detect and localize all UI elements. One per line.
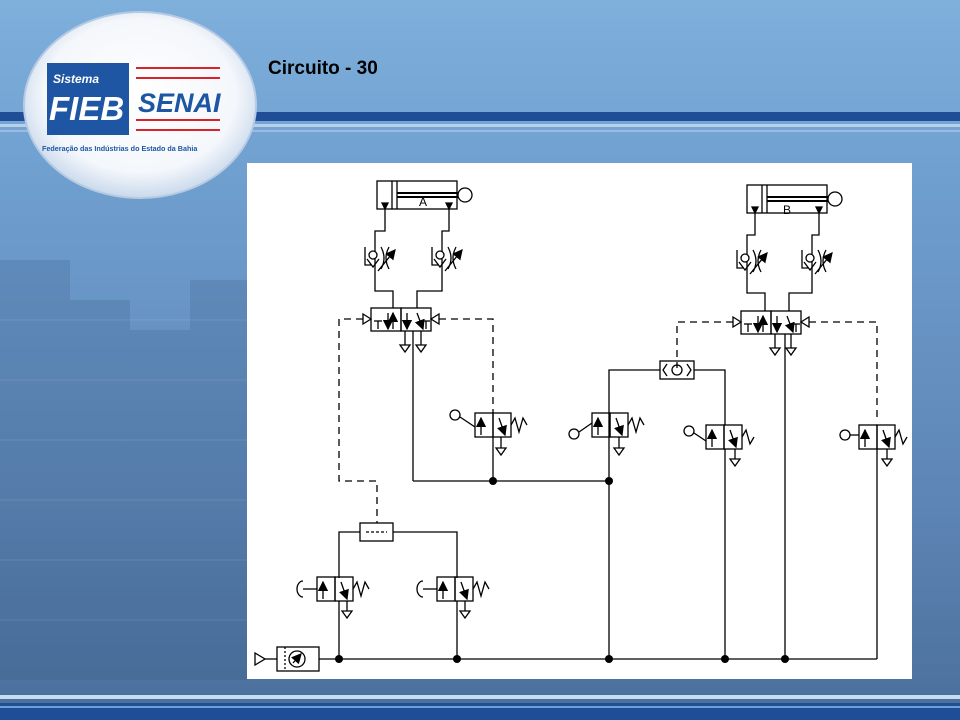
- logo-fieb-text: FIEB: [49, 90, 124, 127]
- pushbutton-valve-2: [416, 576, 490, 602]
- logo-senai-text: SENAI: [138, 88, 221, 118]
- logo-sistema-text: Sistema: [53, 72, 99, 86]
- roller-valve-a1: [449, 409, 528, 438]
- directional-valve-a: [362, 307, 440, 332]
- directional-valve-b: [732, 310, 810, 335]
- roller-valve-4: [839, 424, 908, 450]
- roller-valve-2: [568, 412, 645, 440]
- roller-valve-3: [683, 424, 755, 450]
- flow-control-valve-b2: [801, 245, 833, 277]
- fieb-senai-logo: Sistema FIEB SENAI Federação das Indústr…: [23, 11, 257, 199]
- pushbutton-valve-1: [296, 576, 370, 602]
- logo-tagline: Federação das Indústrias do Estado da Ba…: [42, 144, 198, 153]
- flow-control-valve-a1: [364, 241, 396, 275]
- flow-control-valve-a2: [431, 241, 463, 275]
- or-element-lower: [359, 522, 394, 542]
- cylinder-a: [376, 180, 473, 211]
- page-title: Circuito - 30: [268, 58, 378, 79]
- cylinder-a-label: A: [419, 195, 427, 209]
- pneumatic-circuit-diagram: A: [254, 180, 908, 672]
- diagram-panel: [247, 163, 912, 679]
- flow-control-valve-b1: [736, 245, 768, 277]
- air-supply-unit: [254, 646, 320, 672]
- cylinder-b-label: B: [783, 203, 791, 217]
- junction-dots: [335, 477, 789, 663]
- cylinder-b: [746, 184, 843, 215]
